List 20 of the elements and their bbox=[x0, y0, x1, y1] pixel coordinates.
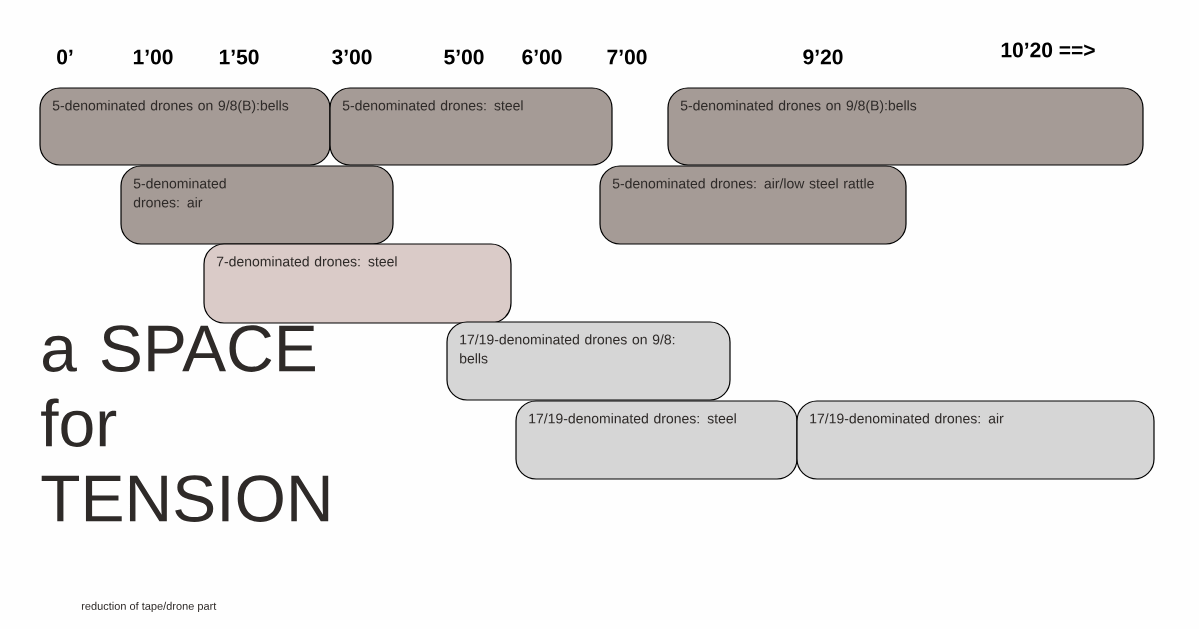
timeline-box: 5-denominated drones: air/low steel rattle bbox=[599, 165, 907, 245]
time-marker: 6’00 bbox=[522, 49, 562, 65]
timeline-box: 5-denominated drones: air bbox=[120, 165, 394, 245]
timeline-box: 17/19-denominated drones on 9/8: bells bbox=[446, 321, 731, 401]
time-marker: 0’ bbox=[57, 49, 73, 65]
timeline-box: 17/19-denominated drones: air bbox=[796, 400, 1155, 480]
timeline-box: 17/19-denominated drones: steel bbox=[515, 400, 798, 480]
time-marker: 1’50 bbox=[219, 49, 259, 65]
time-marker: 7’00 bbox=[607, 49, 647, 65]
timeline-box: 7-denominated drones: steel bbox=[203, 243, 512, 324]
title: a SPACE for TENSION bbox=[41, 325, 329, 522]
time-marker: 10’20 ==> bbox=[1001, 42, 1095, 58]
time-marker: 5’00 bbox=[444, 49, 484, 65]
timeline-box: 5-denominated drones on 9/8(B):bells bbox=[39, 87, 331, 166]
timeline-box: 5-denominated drones on 9/8(B):bells bbox=[667, 87, 1144, 166]
caption: reduction of tape/drone part bbox=[81, 601, 217, 613]
time-marker: 9’20 bbox=[803, 49, 843, 65]
time-marker: 3’00 bbox=[332, 49, 372, 65]
time-marker: 1’00 bbox=[133, 49, 173, 65]
timeline-box: 5-denominated drones: steel bbox=[329, 87, 613, 166]
